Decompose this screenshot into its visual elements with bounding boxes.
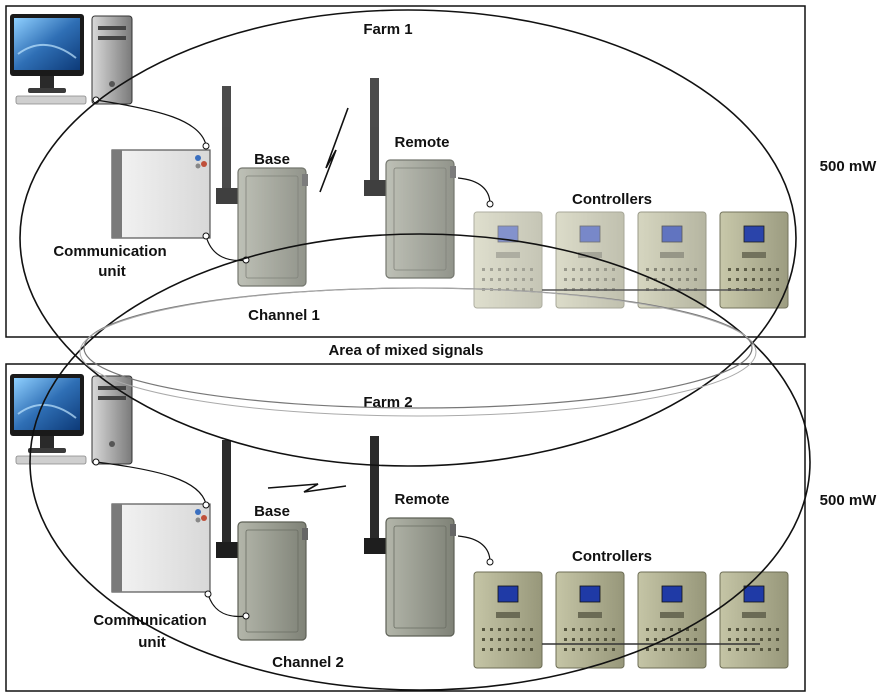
farm2-controller-4-icon xyxy=(719,571,789,669)
farm1-comm-label-line2: unit xyxy=(98,263,126,280)
farm1-controllers-label: Controllers xyxy=(572,191,652,208)
farm1-base-radio-icon xyxy=(215,85,309,287)
farm2-wireless-signal-icon xyxy=(267,483,347,493)
farm1-comm-label-line1: Communication xyxy=(53,243,166,260)
farm1-computer-icon xyxy=(9,13,133,105)
farm2-base-radio-icon xyxy=(215,439,309,641)
farm1-remote-radio-icon xyxy=(363,77,457,279)
farm1-wireless-signal-icon xyxy=(319,107,349,193)
farm2-comm-label-line2: unit xyxy=(138,634,166,651)
farm2-channel-label: Channel 2 xyxy=(272,654,344,671)
farm1-channel-label: Channel 1 xyxy=(248,307,320,324)
farm2-panel: Farm 2 Base Remote Controllers Communica… xyxy=(5,363,878,692)
farm2-remote-label: Remote xyxy=(394,491,449,508)
mixed-area-label: Area of mixed signals xyxy=(328,342,483,359)
farm2-controllers-label: Controllers xyxy=(572,548,652,565)
farm1-title: Farm 1 xyxy=(363,21,412,38)
farm2-cable-remote xyxy=(457,535,491,563)
farm2-communication-unit-icon xyxy=(111,503,211,593)
farm1-controller-1-icon xyxy=(473,211,543,309)
farm2-frame xyxy=(5,363,806,692)
farm1-base-label: Base xyxy=(254,151,290,168)
farm2-title: Farm 2 xyxy=(363,394,412,411)
farm2-comm-label-line1: Communication xyxy=(93,612,206,629)
farm2-base-label: Base xyxy=(254,503,290,520)
farm1-controller-3-icon xyxy=(637,211,707,309)
mixed-signal-inner-ellipse-2 xyxy=(79,287,757,417)
farm2-power-label: 500 mW xyxy=(820,492,878,509)
farm1-cable-computer xyxy=(95,99,207,146)
farm1-communication-unit-icon xyxy=(111,149,211,239)
farm1-cable-base xyxy=(205,235,247,262)
farm1-remote-label: Remote xyxy=(394,134,449,151)
farm1-cable-remote xyxy=(457,177,491,205)
farm1-power-label: 500 mW xyxy=(820,158,878,175)
farm2-cable-computer xyxy=(95,461,207,505)
farm2-controller-2-icon xyxy=(555,571,625,669)
farm2-controller-1-icon xyxy=(473,571,543,669)
farm1-coverage-ellipse xyxy=(19,9,797,467)
farm1-panel: Farm 1 Base Remote Controllers Communica… xyxy=(5,5,878,338)
farm2-coverage-ellipse xyxy=(29,233,811,691)
farm2-cable-base xyxy=(207,593,247,618)
farm1-controller-4-icon xyxy=(719,211,789,309)
farm1-frame xyxy=(5,5,806,338)
farm2-controller-3-icon xyxy=(637,571,707,669)
